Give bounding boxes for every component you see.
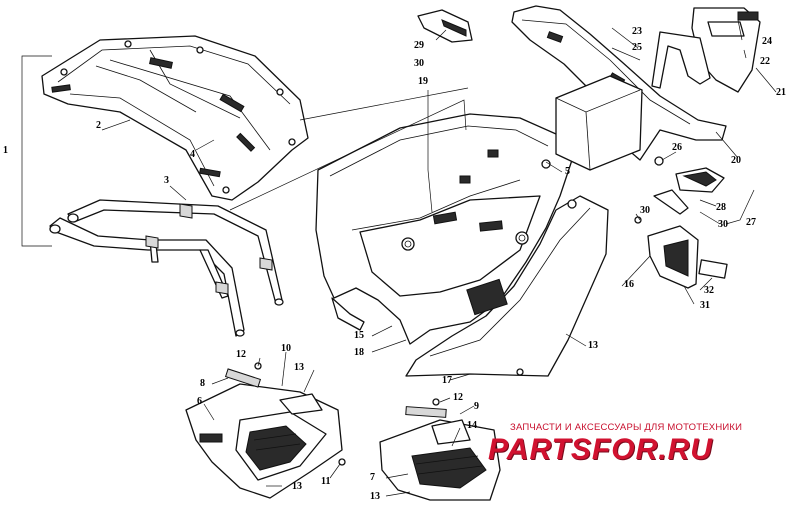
callout-23: 23 <box>632 26 642 37</box>
bracket-item-1 <box>21 55 52 247</box>
rack-frame <box>49 199 284 337</box>
watermark-logo: PARTSFOR.RU <box>488 433 713 466</box>
callout-13c: 13 <box>588 340 598 351</box>
fender-side-panel <box>405 195 609 377</box>
callout-18: 18 <box>354 347 364 358</box>
callout-30a: 30 <box>414 58 424 69</box>
callout-13b: 13 <box>292 481 302 492</box>
callout-9: 9 <box>474 401 479 412</box>
callout-20: 20 <box>731 155 741 166</box>
left-footwell <box>185 362 346 499</box>
callout-13d: 13 <box>370 491 380 502</box>
callout-11: 11 <box>321 476 331 487</box>
right-footwell <box>379 398 501 501</box>
callout-17: 17 <box>442 375 452 386</box>
watermark-caption: ЗАПЧАСТИ И АКСЕССУАРЫ ДЛЯ МОТОТЕХНИКИ <box>510 422 743 433</box>
callout-1: 1 <box>3 145 8 156</box>
callout-12a: 12 <box>236 349 246 360</box>
callout-30c: 30 <box>640 205 650 216</box>
callout-16: 16 <box>624 279 634 290</box>
upper-small-parts <box>417 9 725 215</box>
rear-rack <box>41 35 309 201</box>
mud-flap <box>634 216 728 289</box>
rear-fender <box>315 113 573 345</box>
callout-24: 24 <box>762 36 772 47</box>
callout-29: 29 <box>414 40 424 51</box>
callout-5: 5 <box>565 166 570 177</box>
callout-3: 3 <box>164 175 169 186</box>
callout-25: 25 <box>632 42 642 53</box>
callout-21: 21 <box>776 87 786 98</box>
callout-15: 15 <box>354 330 364 341</box>
callout-13a: 13 <box>294 362 304 373</box>
callout-19: 19 <box>418 76 428 87</box>
headlight-bracket <box>651 7 761 93</box>
callout-6: 6 <box>197 396 202 407</box>
callout-31: 31 <box>700 300 710 311</box>
callout-27: 27 <box>746 217 756 228</box>
callout-7: 7 <box>370 472 375 483</box>
callout-2: 2 <box>96 120 101 131</box>
callout-14: 14 <box>467 420 477 431</box>
callout-26: 26 <box>672 142 682 153</box>
callout-4: 4 <box>190 149 195 160</box>
callout-32: 32 <box>704 285 714 296</box>
callout-30b: 30 <box>718 219 728 230</box>
callout-28: 28 <box>716 202 726 213</box>
callout-12b: 12 <box>453 392 463 403</box>
callout-22: 22 <box>760 56 770 67</box>
leader-lines <box>101 19 777 497</box>
callout-8: 8 <box>200 378 205 389</box>
callout-10: 10 <box>281 343 291 354</box>
front-fairing <box>511 5 727 171</box>
